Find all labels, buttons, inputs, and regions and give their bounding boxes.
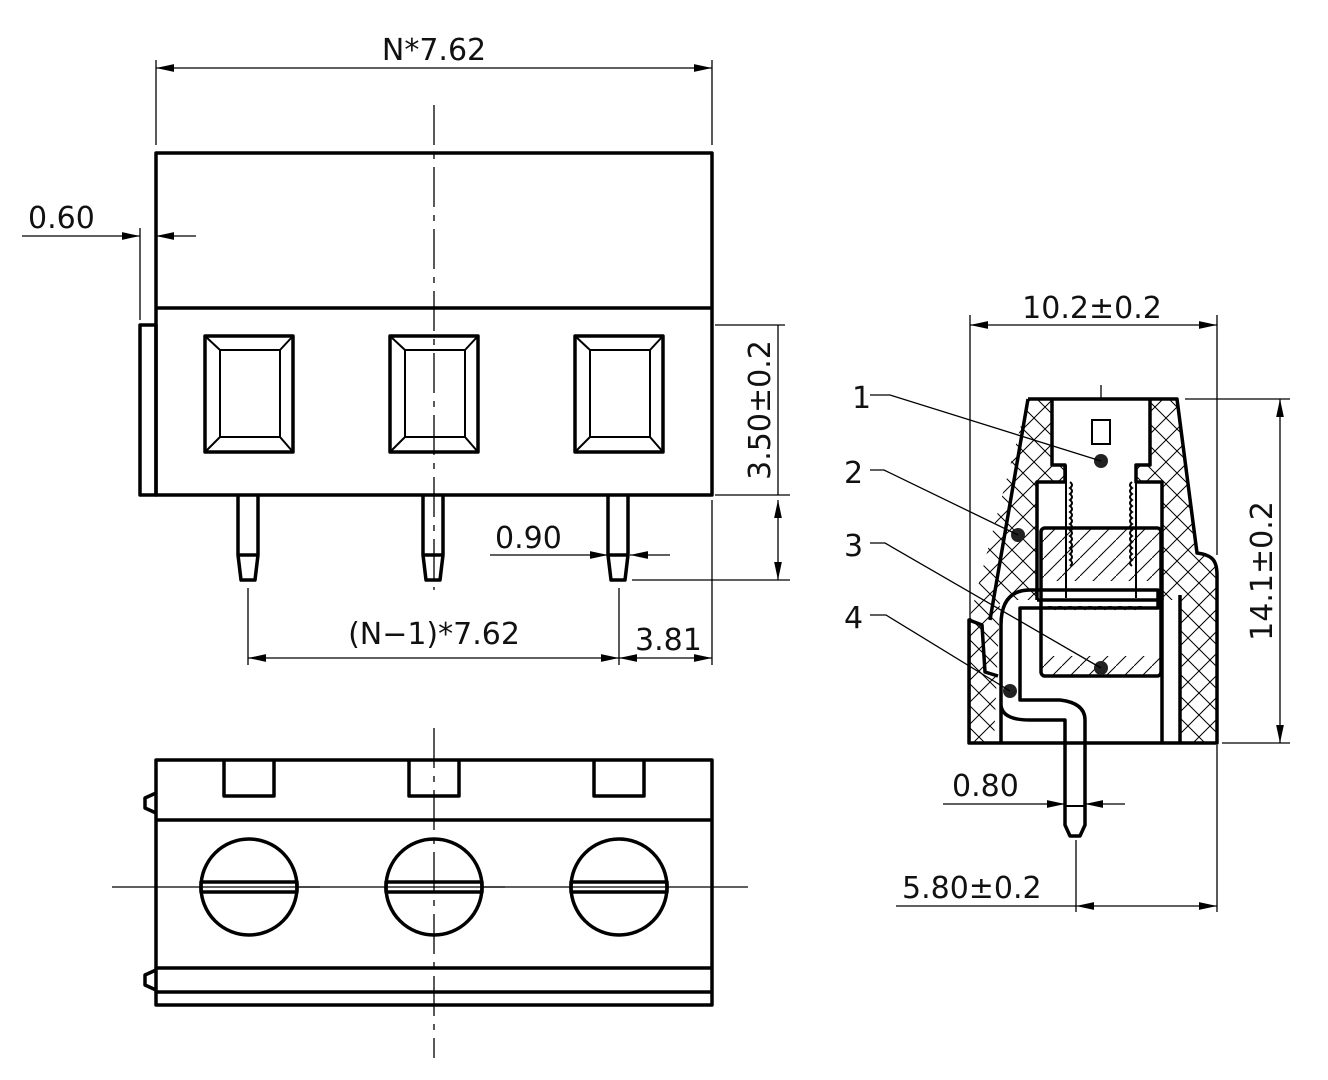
callout-2: 2 (844, 456, 863, 491)
dim-overall-width: N*7.62 (382, 33, 486, 68)
dim-offset-left: 0.60 (28, 201, 95, 236)
dim-side-depth: 10.2±0.2 (1022, 291, 1162, 326)
callout-4: 4 (844, 601, 863, 636)
callout-3: 3 (844, 529, 863, 564)
dim-side-height: 14.1±0.2 (1245, 501, 1280, 641)
dim-edge-to-pin: 3.81 (635, 623, 702, 658)
dim-side-pin-width: 0.80 (952, 769, 1019, 804)
dim-pin-height: 3.50±0.2 (743, 340, 778, 480)
front-view (138, 105, 714, 590)
pins (236, 493, 630, 582)
dimensions: N*7.62 0.60 3.50±0.2 0.90 (N−1)*7.62 3.8… (22, 33, 1290, 912)
dim-pin-width: 0.90 (495, 521, 562, 556)
top-view (112, 728, 748, 1058)
dim-side-pin-offset: 5.80±0.2 (902, 871, 1042, 906)
side-section-view: 1 2 3 4 (844, 381, 1219, 838)
callout-1: 1 (852, 381, 871, 416)
wire-entry-squares (203, 334, 665, 454)
dim-pin-span: (N−1)*7.62 (348, 617, 520, 652)
